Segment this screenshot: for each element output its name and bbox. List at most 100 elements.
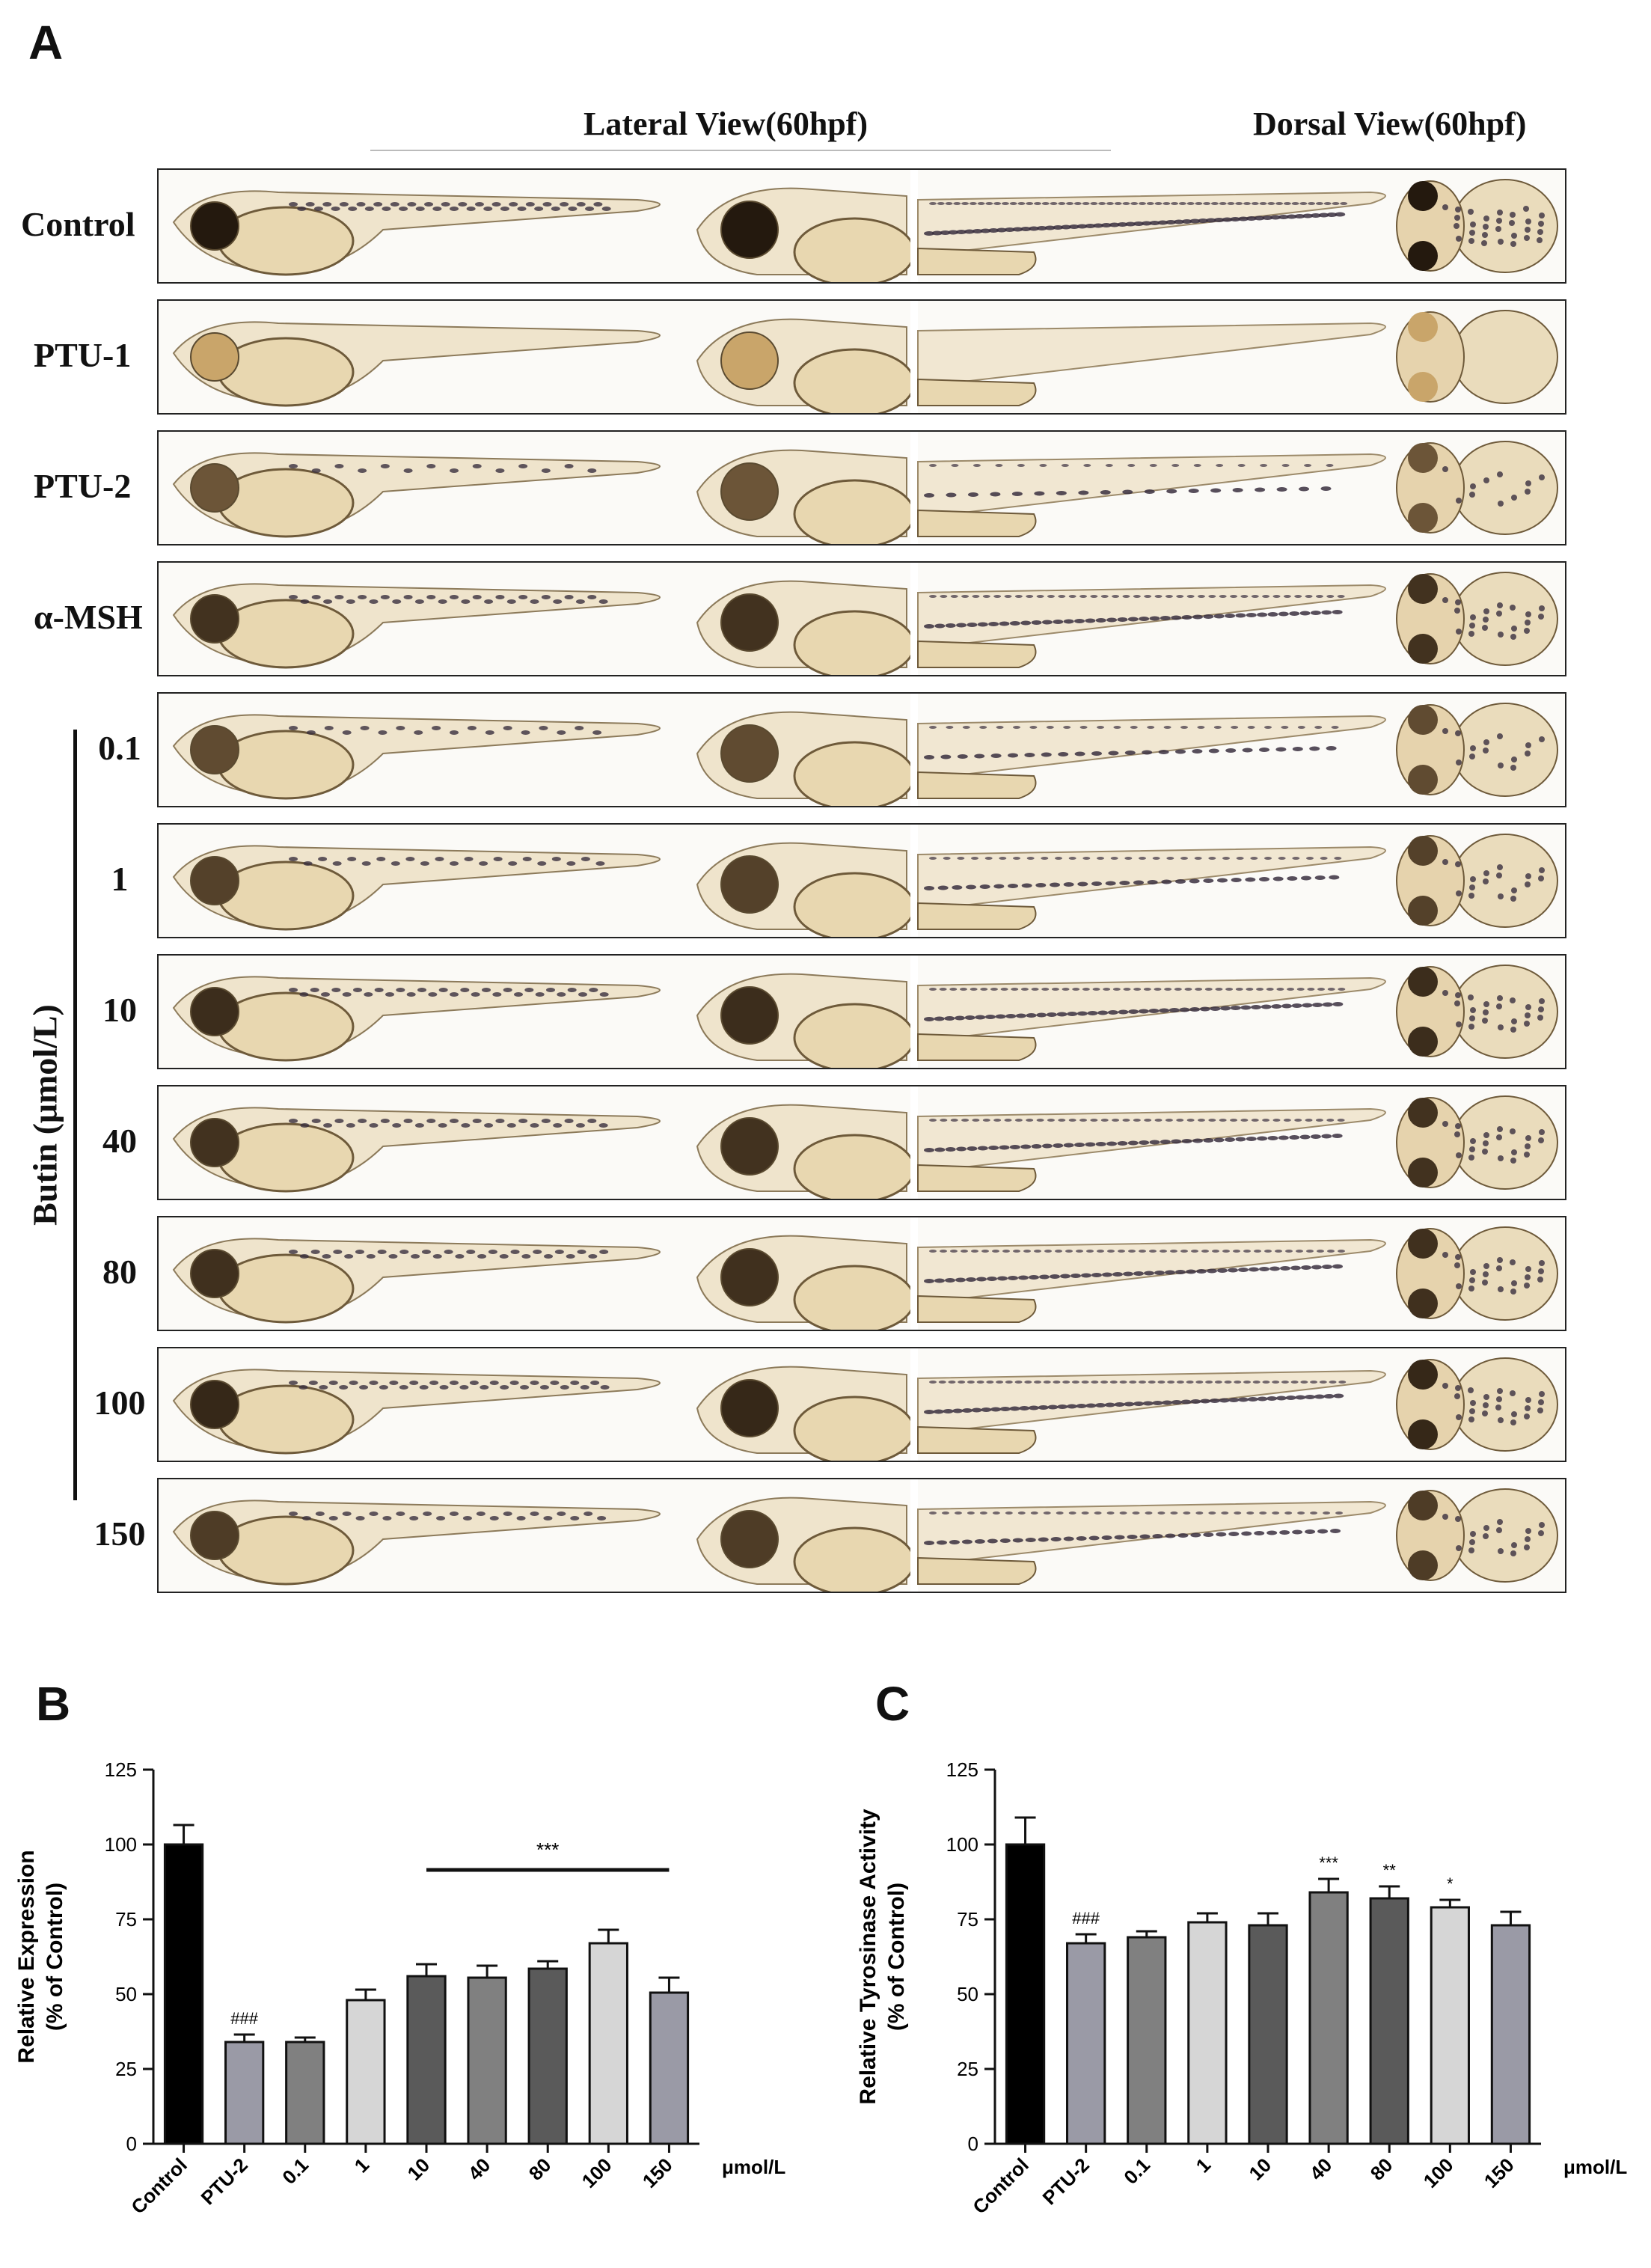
butin-group-bar [73,730,77,1500]
x-tick-label: 100 [578,2154,616,2192]
x-tick-label: 100 [1419,2154,1458,2192]
significance-mark: ** [1383,1861,1397,1880]
image-row [157,561,1566,676]
bar [527,1967,568,2145]
significance-mark: ### [230,2009,258,2028]
image-row [157,1085,1566,1200]
x-tick-label: 150 [1480,2154,1519,2192]
bar [1490,1924,1531,2145]
x-tick-label: 1 [350,2154,373,2177]
bar [1308,1891,1349,2145]
larva-images [172,432,1558,544]
bar [1248,1924,1288,2145]
x-unit-label: μmol/L [1563,2156,1627,2178]
image-row [157,1478,1566,1593]
x-unit-label: μmol/L [722,2156,785,2178]
bar [285,2041,325,2145]
y-axis-label: (% of Control) [43,1883,67,2031]
bar [1187,1921,1228,2145]
y-tick-label: 0 [126,2133,137,2155]
larva-images [172,1479,1558,1592]
row-label: PTU-2 [34,467,132,505]
image-row [157,1216,1566,1331]
x-tick-label: 150 [638,2154,677,2192]
x-tick-label: 0.1 [278,2154,313,2189]
y-tick-label: 75 [115,1908,137,1931]
bar [1005,1843,1046,2145]
x-tick-label: 40 [1305,2154,1337,2185]
x-tick-label: Control [968,2154,1033,2219]
y-tick-label: 50 [957,1983,978,2005]
bar [1369,1897,1409,2145]
larva-images [172,1348,1558,1461]
row-label: Control [21,205,135,243]
larva-images [172,956,1558,1068]
image-row [157,954,1566,1069]
y-tick-label: 25 [115,2058,137,2080]
larva-images [172,563,1558,675]
panel-c-letter: C [875,1677,910,1731]
panel-a-letter: A [28,16,64,70]
row-label: 100 [94,1384,146,1422]
y-tick-label: 0 [968,2133,978,2155]
significance-mark: *** [1319,1853,1338,1872]
x-tick-label: 80 [524,2154,556,2185]
y-axis-label: (% of Control) [884,1883,909,2031]
lateral-view-header: Lateral View(60hpf) [583,106,869,142]
dorsal-view-header: Dorsal View(60hpf) [1253,106,1527,142]
larva-images [172,1086,1558,1199]
image-row [157,430,1566,545]
image-row [157,299,1566,415]
bar [1127,1936,1167,2145]
image-row [157,823,1566,938]
larva-images [172,694,1558,806]
y-tick-label: 100 [105,1833,137,1856]
larva-images [172,170,1558,282]
image-row [157,692,1566,807]
x-tick-label: 0.1 [1119,2154,1154,2189]
x-tick-label: 40 [464,2154,495,2185]
row-label: α-MSH [34,598,143,636]
row-label: 1 [111,860,129,898]
row-label: PTU-1 [34,336,132,374]
bar [467,1976,507,2145]
y-tick-label: 100 [946,1833,978,1856]
x-tick-label: 1 [1192,2154,1215,2177]
bar [346,1999,386,2145]
significance-mark: *** [536,1838,559,1861]
row-label: 10 [102,991,137,1029]
bar [406,1975,447,2145]
bar [649,1991,690,2145]
butin-group-label: Butin (μmol/L) [25,1004,64,1226]
larva-images [172,301,1558,413]
bar [588,1942,628,2145]
lateral-header-rule [370,150,1111,151]
bar [1066,1942,1106,2145]
panel-b-letter: B [36,1677,71,1731]
x-tick-label: PTU-2 [1038,2154,1094,2209]
y-tick-label: 125 [105,1758,137,1781]
y-tick-label: 25 [957,2058,978,2080]
bar [224,2041,265,2145]
y-axis-label: Relative Tyrosinase Activity [856,1809,880,2104]
x-tick-label: 80 [1366,2154,1397,2185]
larva-images [172,825,1558,937]
x-tick-label: 10 [403,2154,435,2185]
y-tick-label: 75 [957,1908,978,1931]
bar [163,1843,204,2145]
image-row [157,168,1566,284]
significance-mark: * [1447,1874,1454,1893]
row-label: 150 [94,1514,146,1553]
row-label: 0.1 [98,729,141,767]
larva-images [172,1217,1558,1330]
bar [1430,1906,1470,2145]
image-row [157,1347,1566,1462]
x-tick-label: Control [126,2154,192,2219]
y-tick-label: 50 [115,1983,137,2005]
x-tick-label: 10 [1245,2154,1276,2185]
y-axis-label: Relative Expression [14,1850,39,2063]
x-tick-label: PTU-2 [197,2154,252,2209]
significance-mark: ### [1072,1909,1100,1928]
